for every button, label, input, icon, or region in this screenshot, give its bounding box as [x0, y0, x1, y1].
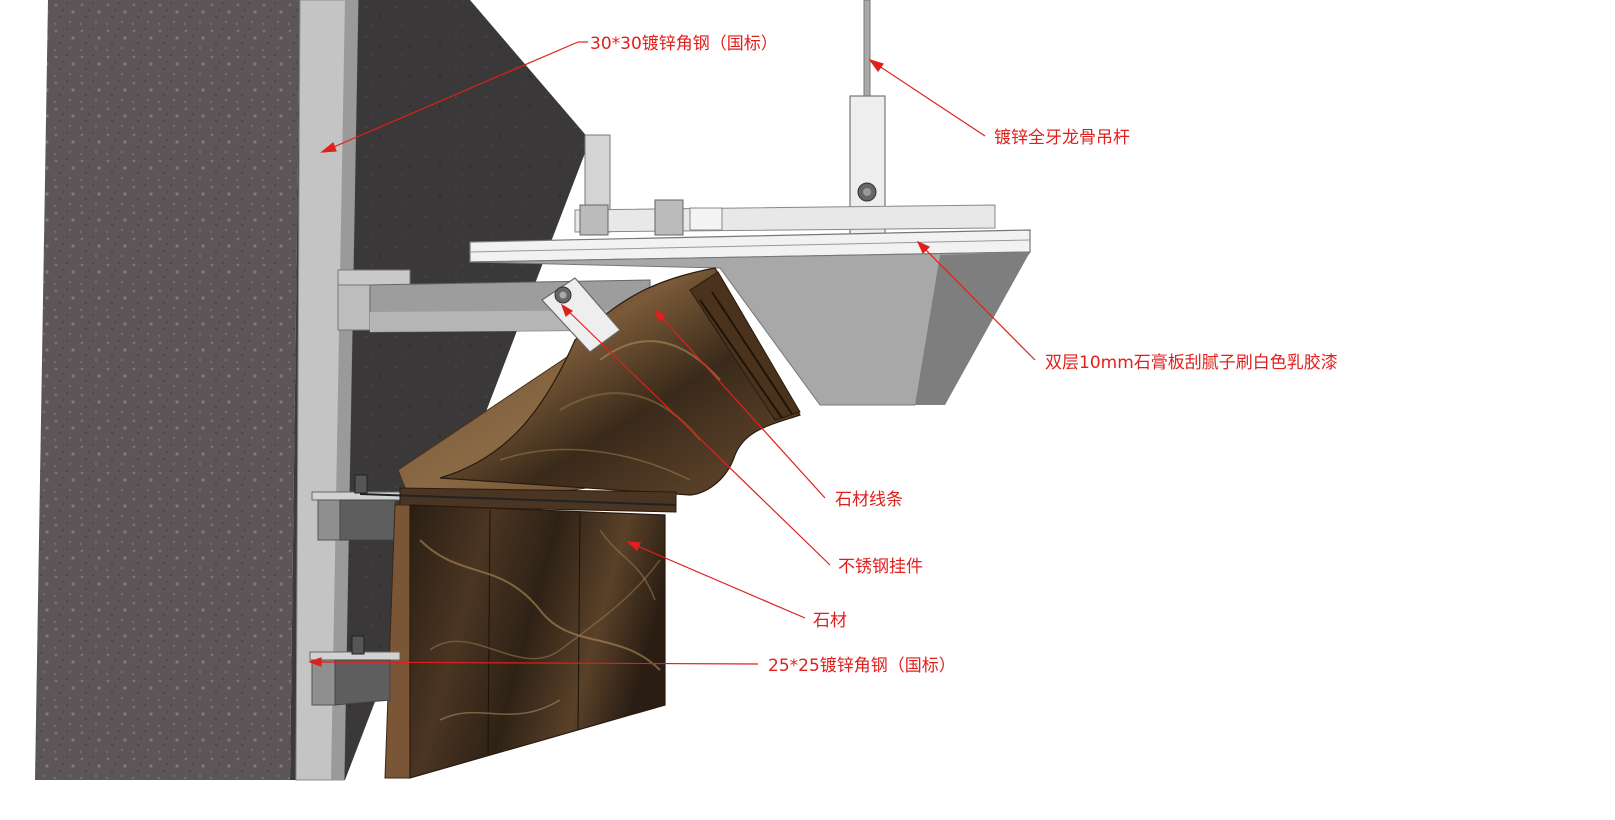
stone-molding — [439, 267, 801, 496]
concrete-wall — [35, 0, 305, 780]
label-stone: 石材 — [813, 611, 847, 631]
gypsum-board-ceiling — [469, 229, 1032, 406]
callout-leaders — [308, 41, 1036, 667]
callout-labels: 30*30镀锌角钢（国标） 镀锌全牙龙骨吊杆 双层10mm石膏板刮腻子刷白色乳胶… — [590, 34, 1338, 676]
hanger-rod — [863, 0, 871, 99]
stone-panel — [384, 504, 666, 779]
lower-angle-bracket — [309, 635, 401, 706]
wall-steel-post — [295, 0, 359, 781]
upper-angle-bracket — [311, 474, 411, 541]
label-stainless-hanger: 不锈钢挂件 — [838, 557, 923, 577]
label-stone-molding: 石材线条 — [835, 490, 903, 510]
main-keel-channel — [574, 134, 996, 236]
label-hanger-rod: 镀锌全牙龙骨吊杆 — [994, 128, 1130, 148]
label-gypsum-board: 双层10mm石膏板刮腻子刷白色乳胶漆 — [1045, 352, 1338, 373]
stainless-steel-hanger — [541, 277, 621, 353]
stone-molding-base-plank — [359, 487, 677, 513]
label-25-angle-steel: 25*25镀锌角钢（国标） — [768, 656, 956, 676]
label-30-angle-steel: 30*30镀锌角钢（国标） — [590, 34, 778, 54]
